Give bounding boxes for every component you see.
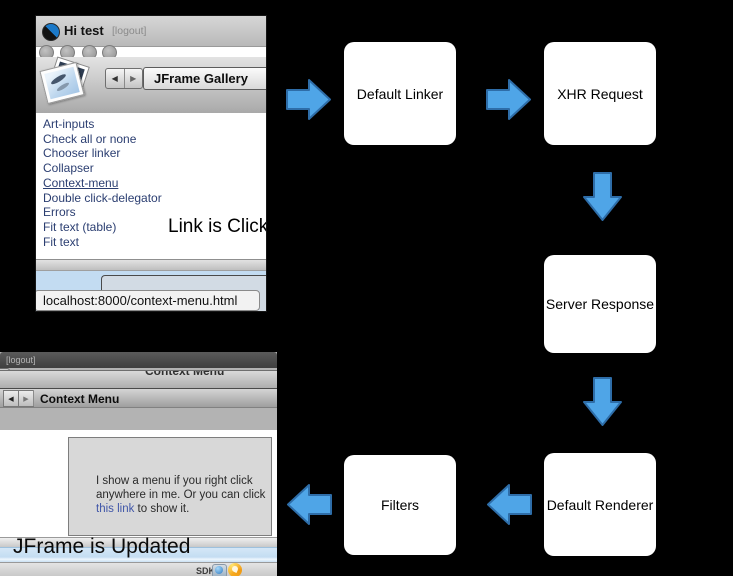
window-header-strip: Context Menu <box>0 370 277 388</box>
arrow-down-icon <box>583 377 622 426</box>
flow-box-default-linker: Default Linker <box>344 42 456 145</box>
window-title: Hi test <box>64 23 104 38</box>
gallery-title-dropdown[interactable]: JFrame Gallery <box>143 67 266 90</box>
sdk-label: SDK <box>196 566 216 576</box>
gallery-link-chooser-linker[interactable]: Chooser linker <box>43 146 121 161</box>
flow-box-default-renderer: Default Renderer <box>544 453 656 556</box>
photo-smudge <box>55 81 70 93</box>
arrow-down-icon <box>583 172 622 221</box>
nav-button-group: ◀ ▶ <box>105 68 143 89</box>
arrow-right-icon <box>286 79 331 120</box>
logout-link[interactable]: [logout] <box>6 355 36 365</box>
gallery-link-context-menu[interactable]: Context-menu <box>43 175 119 190</box>
app-logo-icon <box>42 23 60 41</box>
bottom-browser-window: [logout] Context Menu ◀ ▶ Context Menu I… <box>0 352 277 576</box>
swirl-highlight <box>231 565 239 573</box>
status-selection-bar <box>0 547 277 563</box>
bottom-toolbar: ◀ ▶ Context Menu <box>0 388 277 408</box>
flow-box-label: XHR Request <box>557 85 643 102</box>
photo-front-frame <box>39 61 85 105</box>
bottom-titlebar: [logout] <box>0 352 277 368</box>
back-arrow-icon: ◀ <box>111 74 118 83</box>
gallery-link-double-click[interactable]: Double click-delegator <box>43 190 162 205</box>
gallery-link-collapser[interactable]: Collapser <box>43 161 94 176</box>
logout-link[interactable]: [logout] <box>112 25 147 37</box>
flow-box-label: Filters <box>380 497 420 513</box>
status-url-tooltip: localhost:8000/context-menu.html <box>36 290 260 311</box>
arrow-left-icon <box>487 484 532 525</box>
toolbar-divider <box>33 390 34 406</box>
frame-content: I show a menu if you right click anywher… <box>0 430 277 537</box>
flow-box-xhr-request: XHR Request <box>544 42 656 145</box>
gallery-title-label: JFrame Gallery <box>154 71 248 86</box>
arrow-left-icon <box>287 484 332 525</box>
frame-bottom-bar <box>0 537 277 548</box>
horizontal-scrollbar[interactable] <box>36 259 266 271</box>
instruction-text: to show it. <box>134 503 190 515</box>
frame-title: Context Menu <box>40 392 120 406</box>
flow-box-server-response: Server Response <box>544 255 656 353</box>
clipped-window-title: Context Menu <box>145 370 225 378</box>
arrow-right-icon <box>486 79 531 120</box>
gallery-link-list: Art-inputs Check all or none Chooser lin… <box>36 113 266 259</box>
flow-box-label: Default Linker <box>356 85 444 102</box>
top-titlebar: Hi test [logout] <box>36 16 266 47</box>
top-browser-window: Hi test [logout] ◀ ▶ JFrame Gallery <box>35 15 267 312</box>
blue-globe-icon <box>215 566 223 574</box>
forward-button[interactable]: ▶ <box>123 69 143 88</box>
show-menu-link[interactable]: this link <box>96 503 135 515</box>
screenshot-tool-icon[interactable] <box>212 564 227 576</box>
firebug-swirl-icon[interactable] <box>228 563 242 576</box>
context-menu-target-box[interactable]: I show a menu if you right click anywher… <box>68 437 272 536</box>
status-url-text: localhost:8000/context-menu.html <box>43 293 238 308</box>
gallery-link-check-all[interactable]: Check all or none <box>43 131 137 146</box>
gallery-link-fit-text[interactable]: Fit text <box>43 234 80 249</box>
annotation-jframe-updated: JFrame is Updated <box>13 535 191 558</box>
photo-front-image <box>44 66 80 100</box>
flow-box-label: Server Response <box>545 296 655 312</box>
gallery-link-errors[interactable]: Errors <box>43 205 76 220</box>
flow-box-filters: Filters <box>344 455 456 555</box>
annotation-link-clicked: Link is Click <box>168 216 267 237</box>
flow-box-label: Default Renderer <box>546 496 654 513</box>
gallery-link-fit-text-table[interactable]: Fit text (table) <box>43 219 117 234</box>
instruction-text: I show a menu if you right click anywher… <box>96 475 266 501</box>
top-toolbar: ◀ ▶ JFrame Gallery <box>36 56 266 114</box>
back-arrow-icon: ◀ <box>8 395 14 403</box>
back-button[interactable]: ◀ <box>3 390 19 407</box>
photo-gallery-icon <box>39 56 92 105</box>
context-menu-instructions: I show a menu if you right click anywher… <box>96 474 277 516</box>
back-button[interactable]: ◀ <box>106 69 124 88</box>
forward-button[interactable]: ▶ <box>18 390 34 407</box>
forward-arrow-icon: ▶ <box>130 74 137 83</box>
forward-arrow-icon: ▶ <box>23 395 29 403</box>
browser-statusbar: SDK <box>0 562 277 576</box>
gallery-link-art-inputs[interactable]: Art-inputs <box>43 117 95 131</box>
